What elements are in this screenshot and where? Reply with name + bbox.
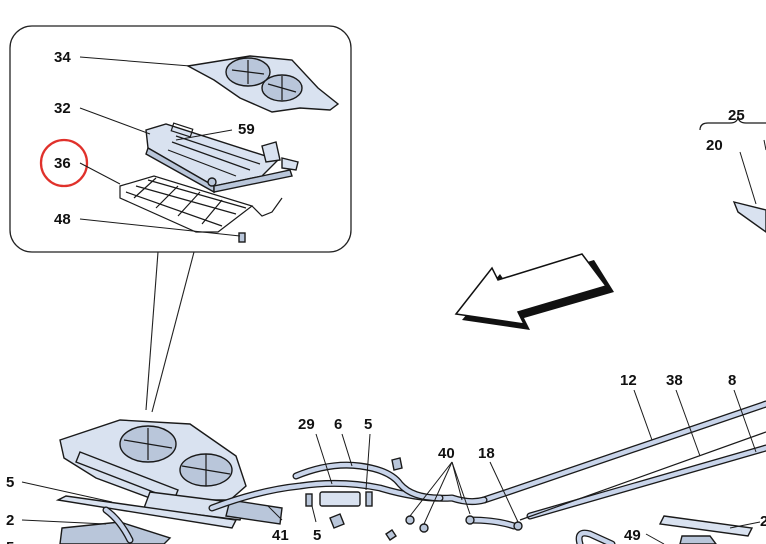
label-6: 6 — [334, 416, 342, 433]
label-38: 38 — [666, 372, 683, 389]
main-labels: 12 38 8 29 6 5 40 18 5 2 5 41 5 49 2 — [6, 372, 766, 544]
label-32: 32 — [54, 100, 71, 117]
inset-labels: 34 32 59 36 48 — [54, 49, 255, 237]
bolt-part — [238, 232, 246, 243]
label-49: 49 — [624, 527, 641, 544]
label-48: 48 — [54, 211, 71, 228]
label-2-right: 2 — [760, 513, 766, 530]
label-5-bottom-left: 5 — [6, 539, 14, 544]
label-8: 8 — [728, 372, 736, 389]
fan-assembly-main — [59, 419, 283, 525]
highlight-circle — [39, 138, 89, 188]
fan-shroud-part — [185, 55, 340, 113]
label-2: 2 — [6, 512, 14, 529]
label-59: 59 — [238, 121, 255, 138]
label-20: 20 — [706, 137, 723, 154]
label-5-top: 5 — [364, 416, 372, 433]
coolant-pipes — [208, 400, 766, 544]
label-29: 29 — [298, 416, 315, 433]
label-5-left: 5 — [6, 474, 14, 491]
label-12: 12 — [620, 372, 637, 389]
label-40: 40 — [438, 445, 455, 462]
label-5-bottom: 5 — [313, 527, 321, 544]
top-right-group: 25 20 — [699, 107, 766, 233]
label-36: 36 — [54, 155, 71, 172]
hardware-parts — [305, 457, 523, 541]
label-34: 34 — [54, 49, 71, 66]
label-41: 41 — [272, 527, 289, 544]
direction-arrow — [454, 253, 614, 330]
label-18: 18 — [478, 445, 495, 462]
label-25: 25 — [728, 107, 745, 124]
radiator-bracket-part — [119, 175, 283, 233]
lower-left-parts — [55, 495, 238, 544]
